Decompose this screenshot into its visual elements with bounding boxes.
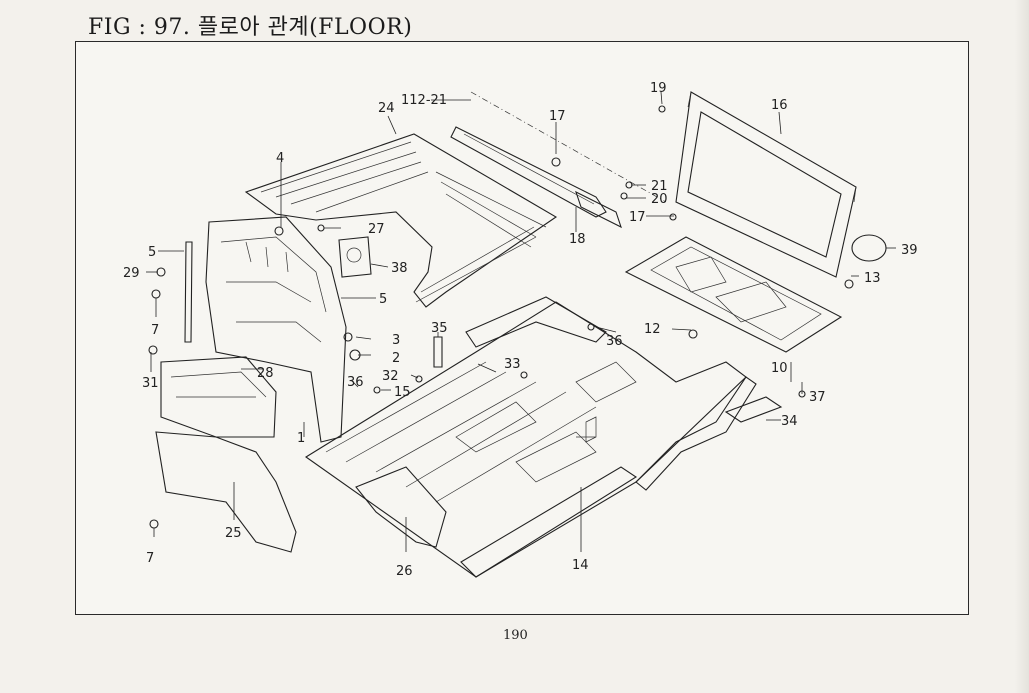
callout-17-lower: 17 [629,210,646,225]
callout-labels: 112-21 24 17 19 16 4 21 20 17 18 27 5 29… [123,81,918,579]
part-10-tray [624,236,843,353]
figure-title: FIG : 97. 플로아 관계(FLOOR) [88,15,413,40]
callout-36-left: 36 [347,375,364,390]
callout-18: 18 [569,232,586,247]
part-39-cap [851,234,887,262]
callout-27: 27 [368,222,385,237]
callout-4: 4 [276,151,284,166]
callout-26: 26 [396,564,413,579]
callout-7-lower: 7 [146,551,154,566]
callout-17-upper: 17 [549,109,566,124]
part-16-rear-panel [675,91,857,278]
callout-5-right: 5 [379,292,387,307]
part-25-lower-panel [155,431,297,553]
callout-34: 34 [781,414,798,429]
part-34-plate [724,396,783,423]
callout-25: 25 [225,526,242,541]
part-14-main-floor [305,296,757,578]
part-35-strip [433,336,443,368]
part-24-floor-pan [244,133,558,308]
callout-16: 16 [771,98,788,113]
callout-1: 1 [297,431,305,446]
part-26-cross-support [355,466,447,548]
callout-19: 19 [650,81,667,96]
part-28-dash-panel [160,356,277,438]
callout-39: 39 [901,243,918,258]
callout-21: 21 [651,179,668,194]
callout-36-floor: 36 [606,334,623,349]
callout-35: 35 [431,321,448,336]
callout-33: 33 [504,357,521,372]
callout-14: 14 [572,558,589,573]
callout-5-left: 5 [148,245,156,260]
callout-10: 10 [771,361,788,376]
callout-112-21: 112-21 [401,93,447,108]
callout-3: 3 [392,333,400,348]
callout-29: 29 [123,266,140,281]
callout-32: 32 [382,369,399,384]
diagram-frame: 112-21 24 17 19 16 4 21 20 17 18 27 5 29… [75,41,969,615]
exploded-floor-diagram: 112-21 24 17 19 16 4 21 20 17 18 27 5 29… [123,81,918,579]
callout-15: 15 [394,385,411,400]
callout-12: 12 [644,322,661,337]
callout-7-upper: 7 [151,323,159,338]
callout-37: 37 [809,390,826,405]
callout-13: 13 [864,271,881,286]
scan-edge [1015,0,1029,693]
callout-28: 28 [257,366,274,381]
callout-31: 31 [142,376,159,391]
callout-24: 24 [378,101,395,116]
part-112-21-rail [450,91,667,218]
part-38-grommet [338,236,372,278]
callout-38: 38 [391,261,408,276]
callout-2: 2 [392,351,400,366]
part-1-firewall [205,216,347,443]
leader-lines [146,91,896,552]
callout-20: 20 [651,192,668,207]
part-5-vertical-bar [184,241,193,343]
part-18-crossmember [575,190,622,229]
page-number: 190 [503,628,528,643]
